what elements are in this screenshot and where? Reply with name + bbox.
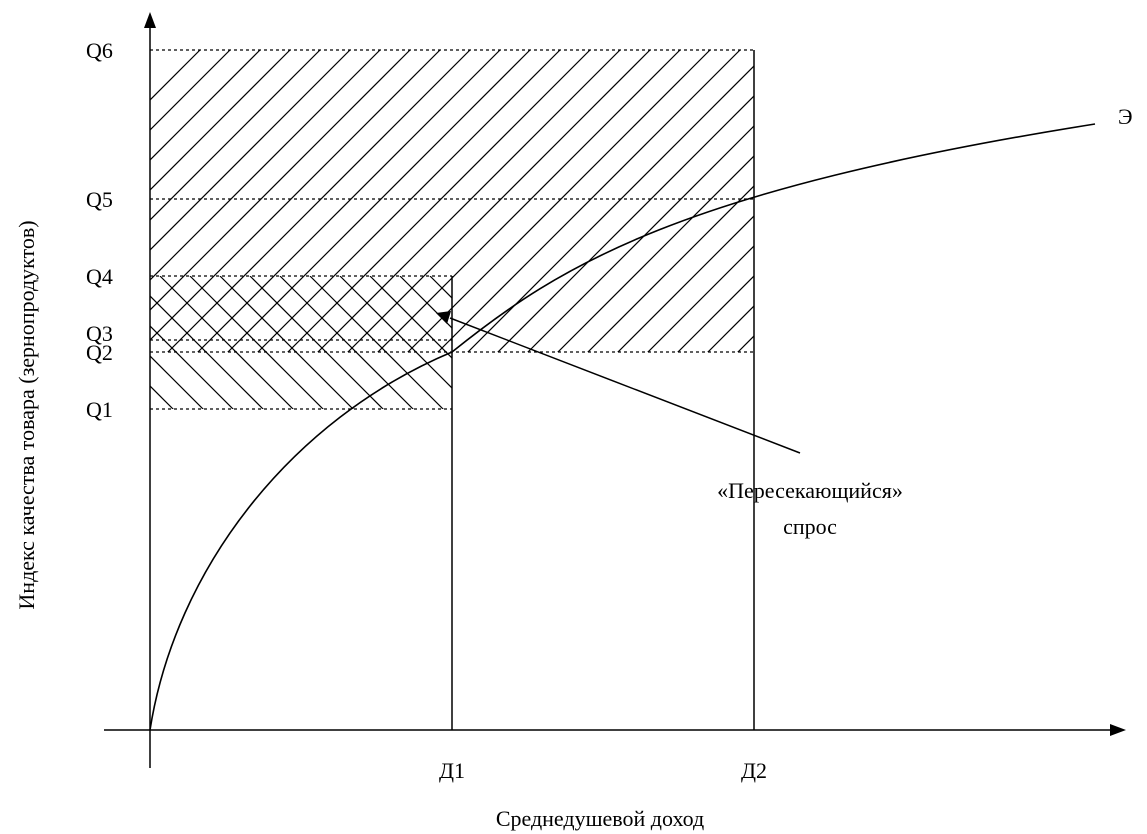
hatch-line [197, 50, 501, 352]
hatch-line [377, 50, 681, 352]
hatch-line [670, 50, 1070, 450]
hatch-line [617, 215, 754, 352]
hatch-line [940, 50, 1147, 450]
curve-label: Э [1118, 104, 1133, 129]
x-label-d1: Д1 [439, 758, 465, 783]
hatch-line [707, 305, 754, 352]
y-axis-arrow-icon [144, 12, 156, 28]
hatch-line [550, 276, 690, 416]
annotation-line-1: «Пересекающийся» [717, 478, 903, 503]
hatch-line [437, 50, 741, 352]
hatch-line [850, 50, 1147, 450]
hatch-line [429, 276, 452, 299]
x-label-d2: Д2 [741, 758, 767, 783]
hatch-line [189, 276, 324, 409]
annotation-line-2: спрос [783, 514, 837, 539]
hatch-line [647, 245, 754, 352]
hatch-line [287, 50, 591, 352]
hatch-line [527, 125, 754, 352]
hatch-line [730, 50, 1130, 450]
hatch-line [557, 155, 754, 352]
hatch-line [317, 50, 621, 352]
hatch-line [407, 50, 711, 352]
hatch-region-d2 [150, 50, 1147, 450]
hatch-line [150, 385, 174, 409]
hatch-line [150, 50, 291, 191]
hatch-line [279, 276, 414, 409]
hatch-line [150, 50, 381, 281]
hatch-line [150, 50, 321, 221]
hatch-line [880, 50, 1147, 450]
hatch-line [159, 276, 294, 409]
engel-curve [149, 123, 1096, 731]
hatch-line [760, 50, 1147, 450]
hatch-line [257, 50, 561, 352]
y-label-q3: Q3 [86, 321, 113, 346]
hatch-line [150, 50, 261, 161]
hatch-line [369, 276, 452, 359]
hatch-line [790, 50, 1147, 450]
hatch-line [347, 50, 651, 352]
hatch-line [227, 50, 531, 352]
y-label-q5: Q5 [86, 187, 113, 212]
y-axis-title: Индекс качества товара (зернопродуктов) [14, 220, 39, 609]
hatch-line [587, 185, 754, 352]
x-axis-arrow-icon [1110, 724, 1126, 736]
x-axis-title: Среднедушевой доход [496, 806, 704, 831]
hatch-line [520, 276, 660, 416]
hatch-line [820, 50, 1147, 450]
hatch-line [700, 50, 1100, 450]
annotation-arrow-line [449, 317, 801, 454]
hatch-line [249, 276, 384, 409]
y-label-q2: Q2 [86, 340, 113, 365]
hatch-line [339, 276, 452, 389]
hatch-line [490, 276, 630, 416]
hatch-line [150, 355, 204, 409]
y-label-q1: Q1 [86, 397, 113, 422]
hatch-line [467, 65, 754, 352]
hatch-line [150, 50, 231, 131]
hatch-region-d1 [150, 276, 690, 416]
hatch-line [150, 50, 411, 311]
hatch-line [910, 50, 1147, 450]
y-label-q4: Q4 [86, 264, 113, 289]
annotation-arrow-icon [436, 311, 451, 324]
hatch-line [150, 50, 351, 251]
hatch-line [309, 276, 444, 409]
hatch-line [1060, 50, 1147, 450]
hatch-line [460, 276, 600, 416]
hatch-line [497, 95, 754, 352]
hatch-line [150, 50, 441, 341]
hatch-line [150, 295, 264, 409]
hatch-line [737, 335, 754, 352]
hatch-line [399, 276, 452, 329]
hatch-line [677, 275, 754, 352]
y-label-q6: Q6 [86, 38, 113, 63]
hatch-line [150, 325, 234, 409]
hatch-line [219, 276, 354, 409]
hatch-line [167, 50, 471, 352]
